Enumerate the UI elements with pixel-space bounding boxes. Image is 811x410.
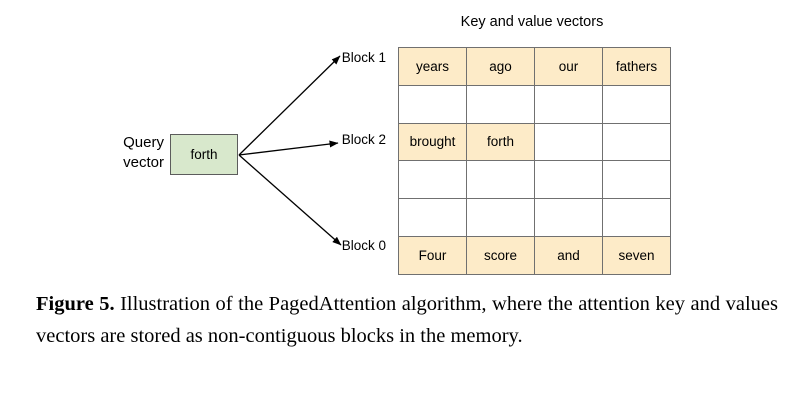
grid-row <box>398 198 671 237</box>
block-label-2: Block 2 <box>341 132 386 147</box>
grid-cell-r1-c3 <box>602 84 671 124</box>
grid-cell-r1-c0 <box>398 84 467 124</box>
grid-cell-r0-c0: years <box>398 47 467 86</box>
arrow-to-block-2 <box>238 140 339 156</box>
grid-cell-r3-c3 <box>602 160 671 200</box>
query-vector-label-line2: vector <box>123 154 164 171</box>
grid-cell-r5-c2: and <box>534 235 603 275</box>
grid-row <box>398 160 671 200</box>
grid-cell-r4-c0 <box>398 198 467 237</box>
query-vector-value: forth <box>190 147 218 162</box>
grid-cell-r0-c2: our <box>534 47 603 86</box>
block-label-0: Block 0 <box>341 238 386 253</box>
caption-figure-number: Figure 5. <box>36 293 115 315</box>
grid-cell-r4-c1 <box>466 198 535 237</box>
arrow-to-block-1 <box>238 55 341 156</box>
grid-cell-r2-c2 <box>534 122 603 162</box>
grid-cell-r5-c1: score <box>466 235 535 275</box>
grid-cell-r0-c1: ago <box>466 47 535 86</box>
grid-cell-r2-c0: brought <box>398 122 467 162</box>
grid-cell-r3-c2 <box>534 160 603 200</box>
grid-cell-r4-c3 <box>602 198 671 237</box>
grid-cell-r2-c3 <box>602 122 671 162</box>
figure-caption: Figure 5. Illustration of the PagedAtten… <box>36 288 778 352</box>
grid-cell-r1-c2 <box>534 84 603 124</box>
grid-title: Key and value vectors <box>460 14 604 30</box>
grid-cell-r5-c0: Four <box>398 235 467 275</box>
grid-cell-r2-c1: forth <box>466 122 535 162</box>
query-vector-box: forth <box>170 134 238 175</box>
grid-cell-r4-c2 <box>534 198 603 237</box>
caption-text: Illustration of the PagedAttention algor… <box>36 293 779 347</box>
block-label-1: Block 1 <box>341 50 386 65</box>
grid-cell-r5-c3: seven <box>602 235 671 275</box>
arrow-to-block-0 <box>238 154 342 246</box>
grid-cell-r3-c1 <box>466 160 535 200</box>
query-vector-label-line1: Query <box>123 134 164 151</box>
grid-cell-r0-c3: fathers <box>602 47 671 86</box>
pagedattention-figure: Key and value vectors Query vector forth… <box>100 14 671 275</box>
grid-cell-r1-c1 <box>466 84 535 124</box>
query-vector-label: Query vector <box>100 133 164 173</box>
grid-cell-r3-c0 <box>398 160 467 200</box>
grid-row <box>398 84 671 124</box>
